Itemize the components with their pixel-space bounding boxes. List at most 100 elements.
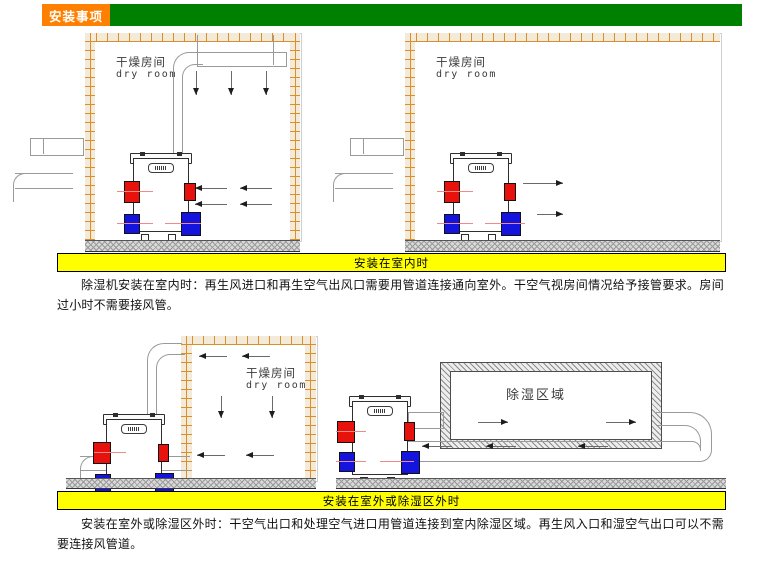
outdoor-duct-lower	[15, 173, 73, 189]
axis-line-2	[336, 461, 366, 462]
unit-logo-badge	[367, 406, 393, 416]
return-loop-inner-top	[656, 425, 701, 451]
axis-line-3	[380, 461, 414, 462]
return-arrow-4	[240, 201, 272, 208]
axis-line-2	[117, 223, 153, 224]
port-regen-out	[158, 444, 169, 462]
return-loop-outer-top	[656, 412, 712, 449]
room-label: 干燥房间 dry room	[436, 55, 497, 81]
axis-line-3	[165, 223, 201, 224]
outdoor-duct-elbow	[13, 173, 30, 202]
supply-arrow-3	[263, 71, 270, 95]
outdoor-duct-elbow	[333, 173, 350, 202]
ground-band-right	[405, 240, 720, 252]
riser-duct-inner	[182, 64, 203, 157]
unit-logo-badge	[148, 163, 174, 173]
axis-line-1	[117, 191, 153, 192]
wall-right	[305, 336, 316, 480]
room-arrow-bl	[197, 452, 225, 459]
unit-logo-badge	[121, 424, 147, 434]
port-regen-in	[124, 181, 140, 203]
caption-text-indoor: 除湿机安装在室内时：再生风进口和再生空气出风口需要用管道连接通向室外。干空气视房…	[57, 278, 724, 312]
supply-duct	[408, 412, 444, 429]
duct-joint-right	[273, 52, 275, 65]
room-arrow-tr	[242, 353, 270, 360]
header-title: 安装事项	[48, 8, 103, 24]
diagram-outdoor-zone: 除湿区域	[336, 350, 726, 487]
zone-arrow-right	[606, 419, 636, 426]
wall-right	[290, 33, 300, 240]
room-label: 干燥房间 dry room	[246, 366, 307, 392]
return-arrow-1	[195, 185, 227, 192]
unit-knob-right	[177, 152, 182, 156]
discharge-arrow-upper	[523, 180, 563, 187]
slide-header: 安装事项	[42, 4, 742, 26]
axis-line-2	[437, 223, 473, 224]
return-arrow-3	[578, 443, 608, 450]
room-arrow-ml	[218, 396, 225, 418]
axis-line-3	[485, 223, 525, 224]
room-arrow-tl	[199, 353, 227, 360]
return-arrow-2	[486, 443, 516, 450]
outdoor-duct-upper-joint	[363, 138, 365, 154]
return-duct-to-room	[150, 456, 190, 471]
unit-knob-left	[359, 395, 364, 399]
return-arrow-1	[422, 443, 452, 450]
dehumidifier-unit	[437, 151, 525, 244]
axis-line-1	[336, 431, 366, 432]
room-label: 干燥房间 dry room	[116, 55, 177, 81]
axis-line-1	[94, 452, 126, 453]
unit-knob-right	[150, 413, 155, 417]
duct-hanger-left	[197, 35, 199, 52]
port-process-in	[444, 214, 460, 234]
port-regen-in	[444, 181, 460, 203]
header-green-band	[42, 4, 742, 26]
unit-logo-badge	[468, 163, 494, 173]
diagram-indoor-ducted: 干燥房间 dry room	[13, 33, 302, 244]
port-dry-out	[401, 451, 420, 474]
port-process-in	[124, 214, 140, 234]
port-regen-in	[337, 421, 355, 443]
supply-duct-outer	[147, 343, 182, 444]
outdoor-duct-lower	[335, 173, 393, 189]
port-regen-in	[93, 442, 111, 464]
dehumidifier-unit	[336, 394, 420, 487]
port-dry-out	[501, 212, 521, 236]
header-orange-tab	[42, 4, 110, 26]
return-arrow-3	[195, 201, 227, 208]
outdoor-duct-upper-joint	[43, 138, 45, 154]
riser-duct-outer	[173, 52, 200, 157]
port-process-in	[339, 452, 355, 472]
wall-top	[85, 33, 300, 42]
unit-knob-left	[140, 152, 145, 156]
wall-left	[405, 33, 415, 240]
zone-arrow-left	[478, 419, 508, 426]
unit-knob-right	[497, 152, 502, 156]
duct-hanger-right	[273, 35, 275, 52]
ground-band-left-2	[66, 478, 316, 489]
caption-bar-outdoor: 安装在室外或除湿区外时	[57, 491, 726, 510]
wall-top	[405, 33, 720, 42]
diagram-indoor-no-duct: 干燥房间 dry room	[333, 33, 722, 244]
ground-band-left	[85, 240, 300, 252]
room-arrow-br	[246, 452, 274, 459]
unit-knob-left	[460, 152, 465, 156]
port-regen-out	[184, 183, 196, 201]
diagram-outdoor-room: 干燥房间 dry room	[66, 330, 318, 505]
room-interior	[85, 33, 302, 242]
caption-text-outdoor: 安装在室外或除湿区外时：干空气出口和处理空气进口用管道连接到室内除湿区域。再生风…	[57, 517, 724, 551]
outdoor-duct-upper	[350, 138, 404, 156]
ground-band-right-2	[336, 478, 726, 489]
zone-label: 除湿区域	[506, 388, 567, 403]
caption-bar-indoor: 安装在室内时	[57, 253, 726, 272]
port-regen-out	[404, 422, 415, 441]
supply-arrow-1	[193, 71, 200, 95]
outdoor-duct-upper	[30, 138, 84, 156]
return-arrow-2	[240, 185, 272, 192]
unit-knob-left	[113, 413, 118, 417]
wall-left	[85, 33, 95, 240]
supply-arrow-2	[228, 71, 235, 95]
axis-line-1	[437, 191, 473, 192]
unit-knob-right	[396, 395, 401, 399]
